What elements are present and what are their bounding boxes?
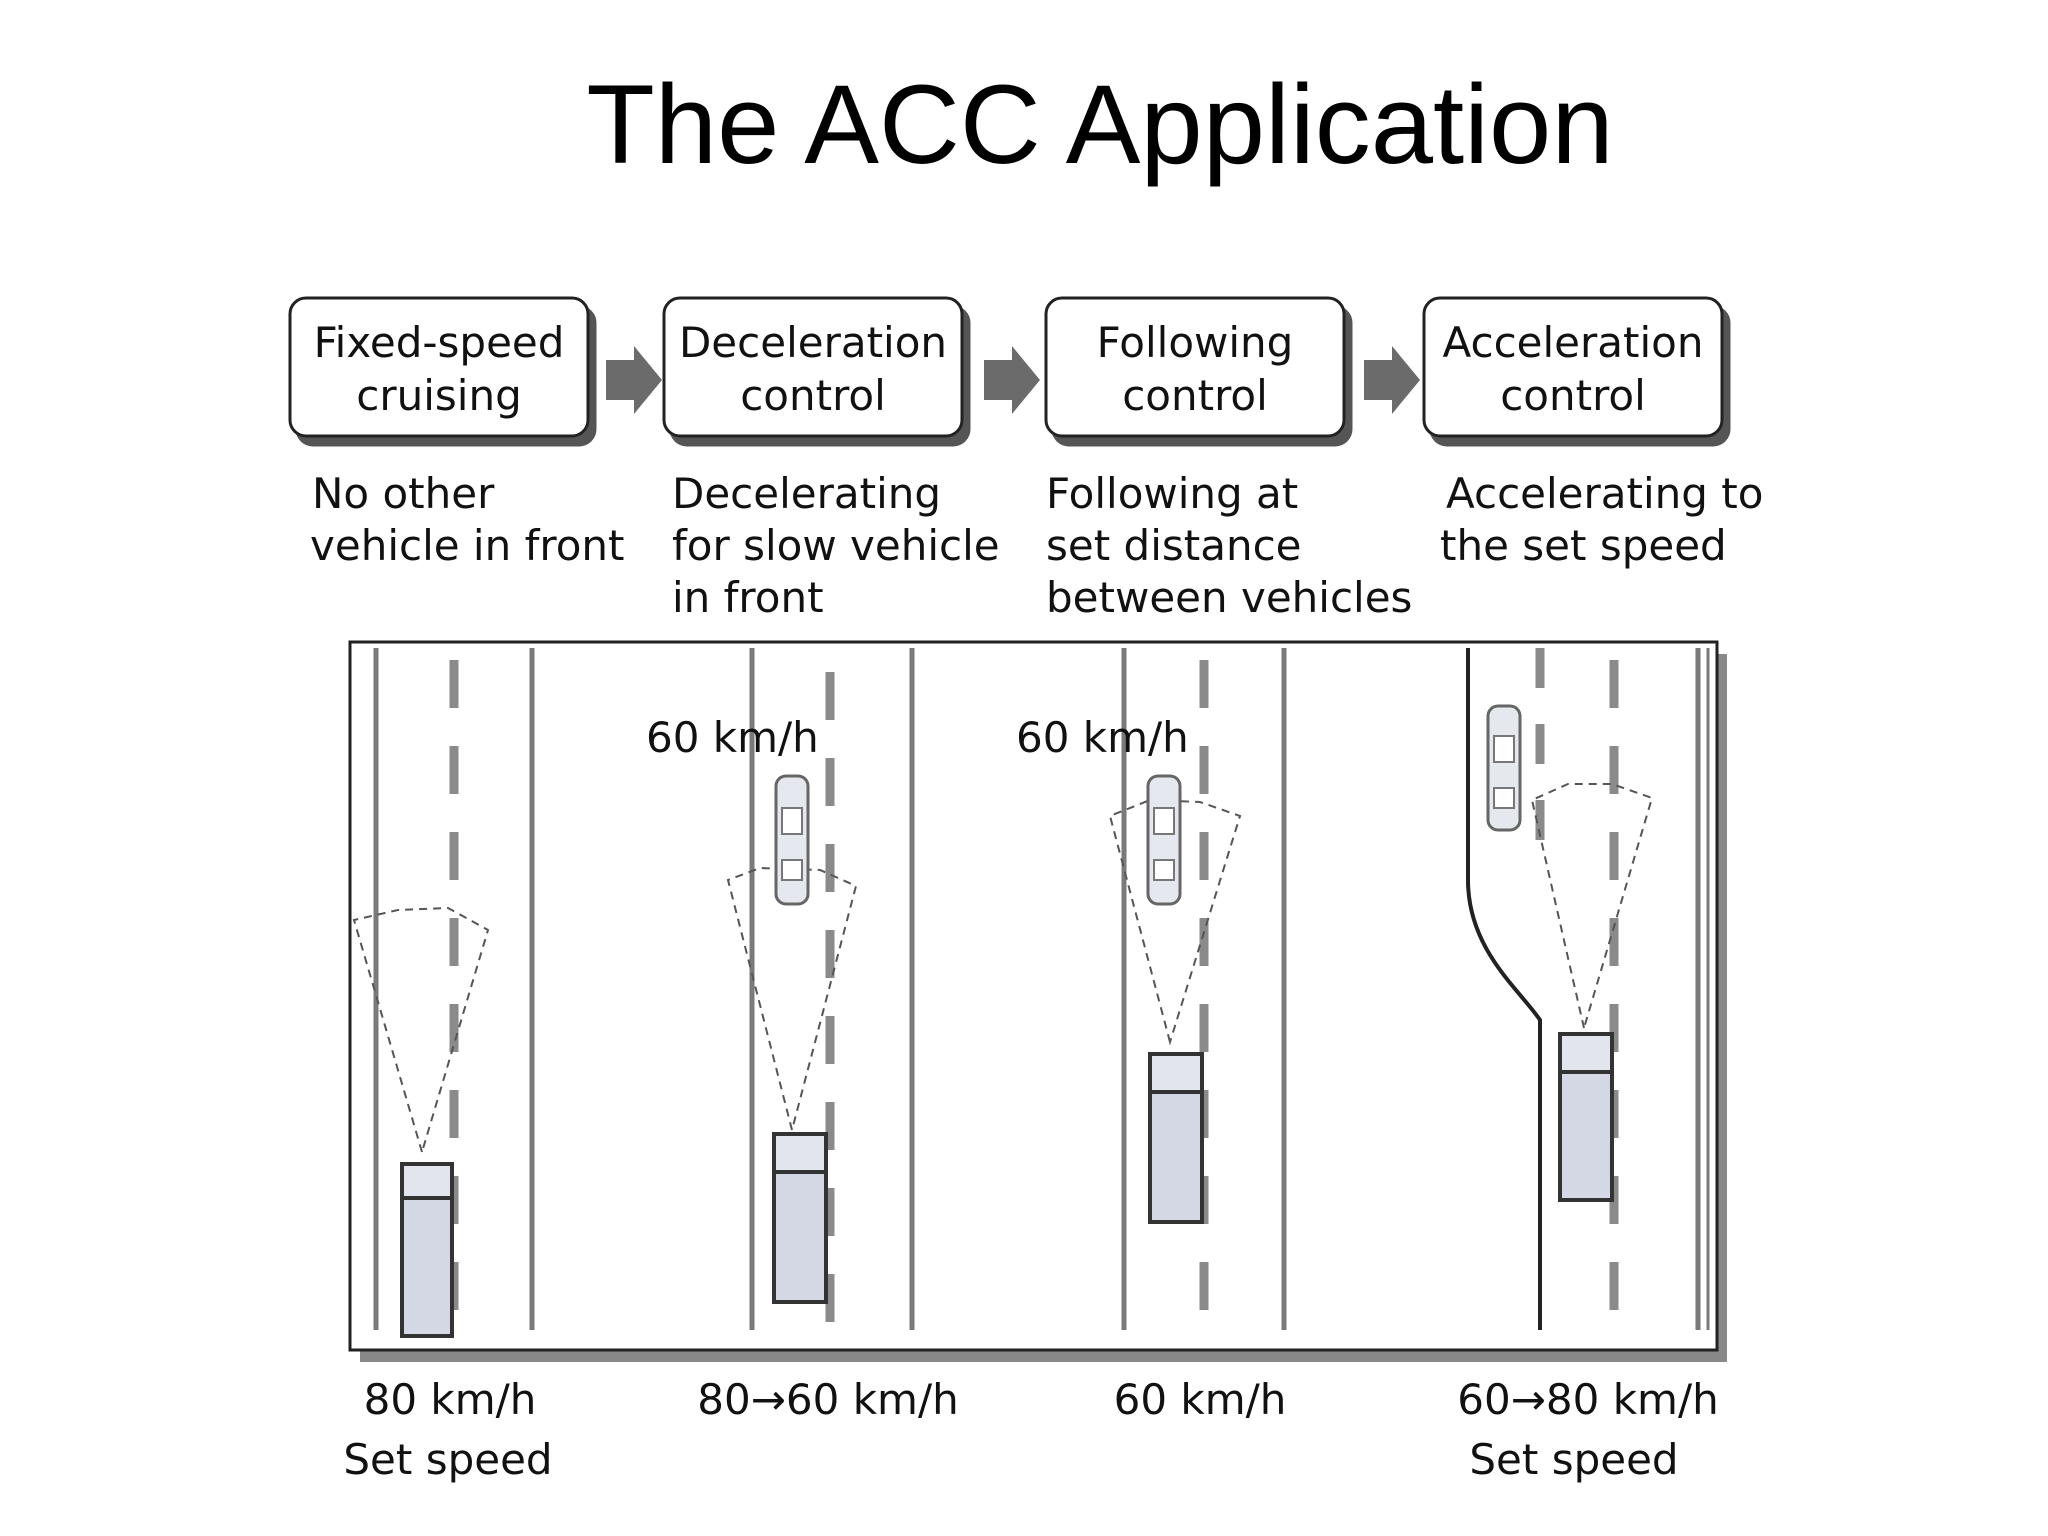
stage-description-acceleration: Accelerating to the set speed <box>1440 469 1763 570</box>
stage-box-label-line: control <box>1500 371 1646 420</box>
stage-box-label-line: cruising <box>356 371 521 420</box>
flow-arrow-icon <box>606 346 662 414</box>
own-vehicle-truck-icon <box>1558 1032 1614 1202</box>
own-vehicle-truck-icon <box>1148 1052 1204 1224</box>
stage-speed-fixed-speed: 80 km/h Set speed <box>343 1375 552 1484</box>
stage-box-fixed-speed: Fixed-speed cruising <box>288 296 590 438</box>
description-line: in front <box>672 573 824 622</box>
speed-label-line: 60→80 km/h <box>1457 1375 1718 1424</box>
stage-speed-deceleration: 80→60 km/h <box>697 1375 958 1424</box>
lead-vehicle-speed-label: 60 km/h <box>646 713 819 762</box>
description-line: the set speed <box>1440 521 1727 570</box>
radar-beam-icon <box>352 906 490 1156</box>
description-line: Decelerating <box>672 469 941 518</box>
radar-beam-icon <box>1530 783 1654 1032</box>
stage-box-label-line: Acceleration <box>1443 318 1704 367</box>
stage-speed-following: 60 km/h <box>1114 1375 1287 1424</box>
stage-box-label-line: control <box>1122 371 1268 420</box>
own-vehicle-truck-icon <box>400 1162 454 1338</box>
description-line: set distance <box>1046 521 1302 570</box>
own-vehicle-truck-icon <box>772 1132 828 1304</box>
page-title: The ACC Application <box>586 62 1614 187</box>
stage-description-deceleration: Decelerating for slow vehicle in front <box>672 469 1000 622</box>
stage-speed-acceleration: 60→80 km/h Set speed <box>1457 1375 1718 1484</box>
stage-description-fixed-speed: No other vehicle in front <box>310 469 625 570</box>
speed-label-line: Set speed <box>343 1435 552 1484</box>
stage-box-label-line: Fixed-speed <box>314 318 565 367</box>
description-line: for slow vehicle <box>672 521 1000 570</box>
description-line: Accelerating to <box>1446 469 1763 518</box>
stage-box-label-line: Following <box>1097 318 1294 367</box>
description-line: vehicle in front <box>310 521 625 570</box>
stage-description-following: Following at set distance between vehicl… <box>1046 469 1412 622</box>
merge-lane-edge <box>1466 648 1542 1330</box>
stage-box-label-line: Deceleration <box>679 318 947 367</box>
description-line: No other <box>312 469 495 518</box>
description-line: Following at <box>1046 469 1298 518</box>
merging-vehicle-car-icon <box>1486 704 1522 832</box>
lead-vehicle-car-icon <box>1146 774 1182 906</box>
speed-label-line: 80→60 km/h <box>697 1375 958 1424</box>
stage-box-acceleration: Acceleration control <box>1422 296 1724 438</box>
speed-label-line: Set speed <box>1469 1435 1678 1484</box>
stage-box-following: Following control <box>1044 296 1346 438</box>
lead-vehicle-speed-label: 60 km/h <box>1016 713 1189 762</box>
speed-label-line: 80 km/h <box>364 1375 537 1424</box>
flow-arrow-icon <box>1364 346 1420 414</box>
road-panel: 60 km/h 60 km/h <box>348 640 1727 1362</box>
stage-box-deceleration: Deceleration control <box>662 296 964 438</box>
flow-arrow-icon <box>984 346 1040 414</box>
description-line: between vehicles <box>1046 573 1412 622</box>
stage-box-label-line: control <box>740 371 886 420</box>
speed-label-line: 60 km/h <box>1114 1375 1287 1424</box>
lead-vehicle-car-icon <box>774 774 810 906</box>
